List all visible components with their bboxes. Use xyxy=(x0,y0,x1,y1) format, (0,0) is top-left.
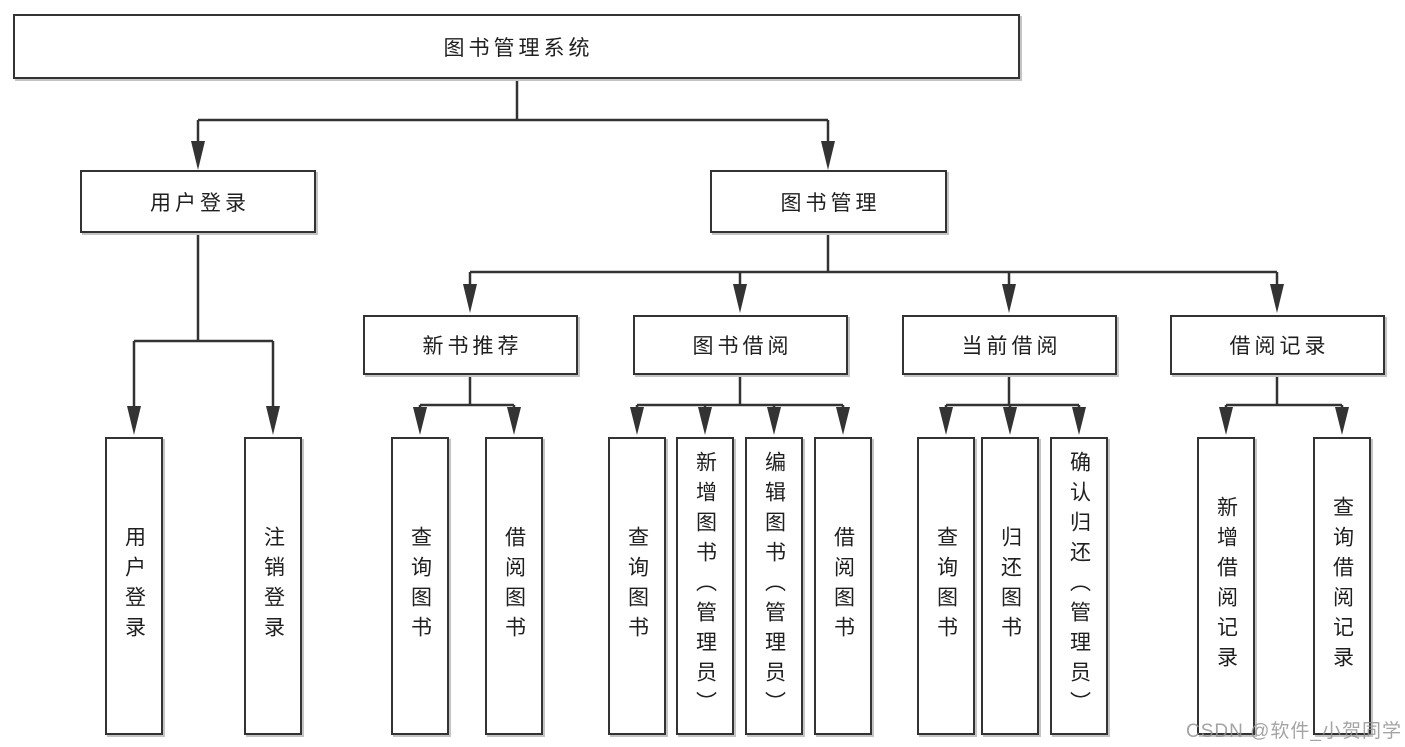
leaf-edit-book-admin: 编辑图书（管理员） xyxy=(745,437,803,735)
connector-book-borrow-to-leaves xyxy=(635,375,845,409)
node-book-borrow: 图书借阅 xyxy=(633,315,848,375)
leaf-label: 查询图书 xyxy=(625,526,649,646)
node-current-borrow: 当前借阅 xyxy=(902,315,1117,375)
node-borrow-records: 借阅记录 xyxy=(1170,315,1385,375)
connector-new-book-recommend-to-leaves xyxy=(418,375,516,409)
leaf-logout: 注销登录 xyxy=(244,437,302,735)
leaf-label: 新增借阅记录 xyxy=(1214,496,1238,676)
arrow-icon xyxy=(1219,407,1233,435)
arrow-icon xyxy=(1003,407,1017,435)
leaf-label: 新增图书（管理员） xyxy=(693,451,717,721)
arrow-icon xyxy=(1270,284,1284,313)
leaf-borrow-books: 借阅图书 xyxy=(814,437,872,735)
node-user-login: 用户登录 xyxy=(80,170,316,233)
leaf-borrow-books-recommend: 借阅图书 xyxy=(485,437,543,735)
arrow-icon xyxy=(836,407,850,435)
leaf-add-book-admin: 新增图书（管理员） xyxy=(676,437,734,735)
leaf-label: 借阅图书 xyxy=(502,526,526,646)
connector-book-management-to-level3 xyxy=(468,233,1279,286)
arrow-icon xyxy=(767,407,781,435)
arrow-icon xyxy=(630,407,644,435)
leaf-label: 借阅图书 xyxy=(831,526,855,646)
leaf-user-login: 用户登录 xyxy=(105,437,163,735)
node-new-book-recommend: 新书推荐 xyxy=(363,315,578,375)
arrow-icon xyxy=(698,407,712,435)
leaf-query-borrow-record: 查询借阅记录 xyxy=(1313,437,1371,735)
arrow-icon xyxy=(507,407,521,435)
watermark: CSDN @软件_小贺同学 xyxy=(1186,721,1402,742)
arrow-icon xyxy=(939,407,953,435)
arrow-icon xyxy=(733,284,747,313)
leaf-add-borrow-record: 新增借阅记录 xyxy=(1197,437,1255,735)
leaf-label: 查询图书 xyxy=(408,526,432,646)
connector-current-borrow-to-leaves xyxy=(944,375,1081,409)
leaf-label: 归还图书 xyxy=(998,526,1022,646)
leaf-query-books-current: 查询图书 xyxy=(917,437,975,735)
leaf-confirm-return-admin: 确认归还（管理员） xyxy=(1050,437,1108,735)
arrow-icon xyxy=(1072,407,1086,435)
leaf-query-books-borrow: 查询图书 xyxy=(608,437,666,735)
leaf-label: 确认归还（管理员） xyxy=(1067,451,1091,721)
leaf-label: 查询借阅记录 xyxy=(1330,496,1354,676)
arrow-icon xyxy=(821,141,835,170)
leaf-label: 编辑图书（管理员） xyxy=(762,451,786,721)
connector-root-to-level2 xyxy=(196,79,830,144)
arrow-icon xyxy=(266,406,280,435)
leaf-label: 用户登录 xyxy=(122,526,146,646)
connector-borrow-records-to-leaves xyxy=(1224,375,1344,409)
arrow-icon xyxy=(1002,284,1016,313)
arrow-icon xyxy=(127,406,141,435)
leaf-label: 注销登录 xyxy=(261,526,285,646)
leaf-return-book: 归还图书 xyxy=(981,437,1039,735)
arrow-icon xyxy=(463,284,477,313)
leaf-query-books-recommend: 查询图书 xyxy=(391,437,449,735)
arrow-icon xyxy=(1335,407,1349,435)
arrow-icon xyxy=(191,141,205,170)
leaf-label: 查询图书 xyxy=(934,526,958,646)
node-root: 图书管理系统 xyxy=(13,14,1020,79)
node-book-management: 图书管理 xyxy=(710,170,947,233)
connector-user-login-to-leaves xyxy=(132,233,275,409)
arrow-icon xyxy=(413,407,427,435)
